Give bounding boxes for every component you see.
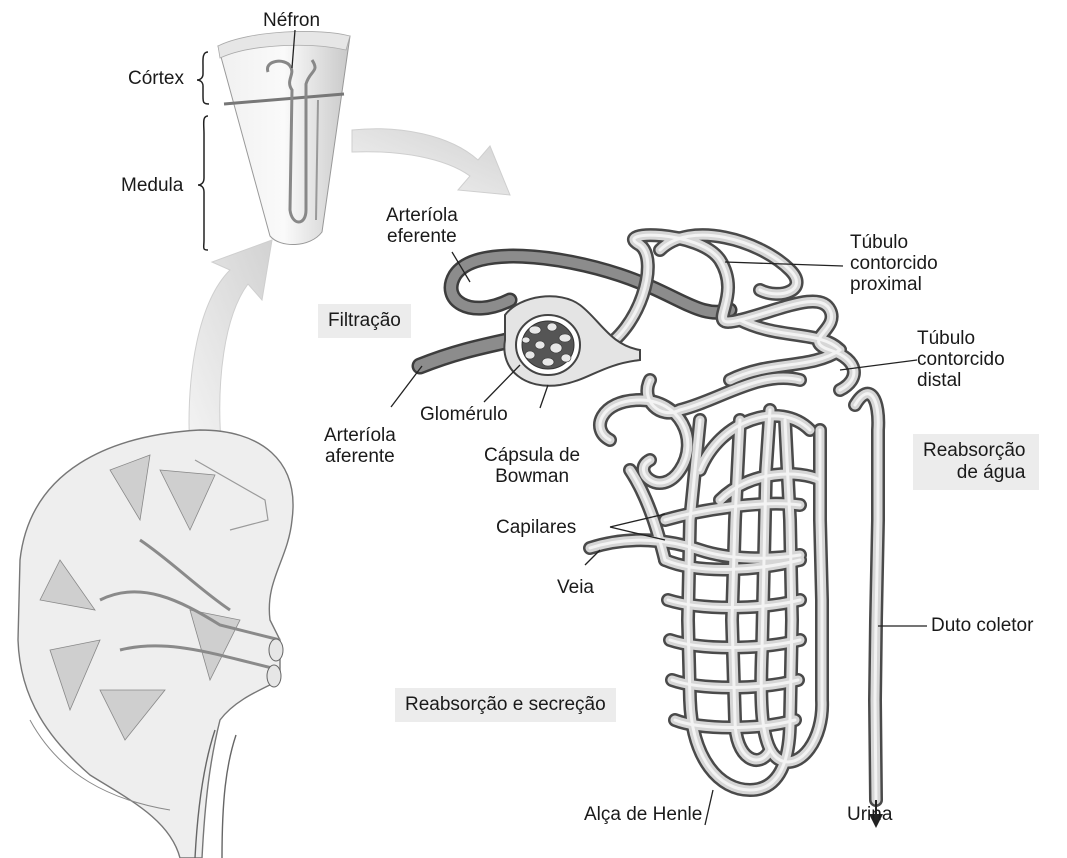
label-tubulo-distal: Túbulo contorcido distal <box>917 328 1005 391</box>
label-line: proximal <box>850 274 938 295</box>
label-arteriola-eferente: Arteríola eferente <box>386 205 458 247</box>
curved-arrow-up <box>189 240 272 455</box>
label-filtracao: Filtração <box>318 304 411 338</box>
label-capsula-bowman: Cápsula de Bowman <box>484 445 580 487</box>
label-arteriola-aferente: Arteríola aferente <box>324 425 396 467</box>
label-line: distal <box>917 370 1005 391</box>
label-line: Túbulo <box>917 328 1005 349</box>
label-veia: Veia <box>557 577 594 598</box>
label-line: Bowman <box>484 466 580 487</box>
label-capilares: Capilares <box>496 517 576 538</box>
label-alca-henle: Alça de Henle <box>584 804 702 825</box>
cortex-bracket <box>197 52 209 104</box>
label-glomerulo: Glomérulo <box>420 404 508 425</box>
label-line: Túbulo <box>850 232 938 253</box>
label-line: Arteríola <box>324 425 396 446</box>
label-duto-coletor: Duto coletor <box>931 615 1033 636</box>
label-medula: Medula <box>121 175 183 196</box>
label-tubulo-proximal: Túbulo contorcido proximal <box>850 232 938 295</box>
label-line: de água <box>923 462 1025 484</box>
label-line: Reabsorção <box>923 440 1025 462</box>
curved-arrow-right <box>352 129 510 195</box>
label-line: contorcido <box>850 253 938 274</box>
medula-bracket <box>198 116 208 250</box>
label-cortex: Córtex <box>128 68 184 89</box>
label-line: Cápsula de <box>484 445 580 466</box>
label-line: aferente <box>324 446 396 467</box>
label-line: Arteríola <box>386 205 458 226</box>
kidney-illustration <box>18 430 293 858</box>
label-line: eferente <box>386 226 458 247</box>
label-nefron: Néfron <box>263 10 320 31</box>
label-reabsorcao-secrecao: Reabsorção e secreção <box>395 688 616 722</box>
label-urina: Urina <box>847 804 892 825</box>
renal-wedge <box>218 31 350 244</box>
label-reabsorcao-agua: Reabsorção de água <box>913 434 1039 490</box>
label-line: contorcido <box>917 349 1005 370</box>
